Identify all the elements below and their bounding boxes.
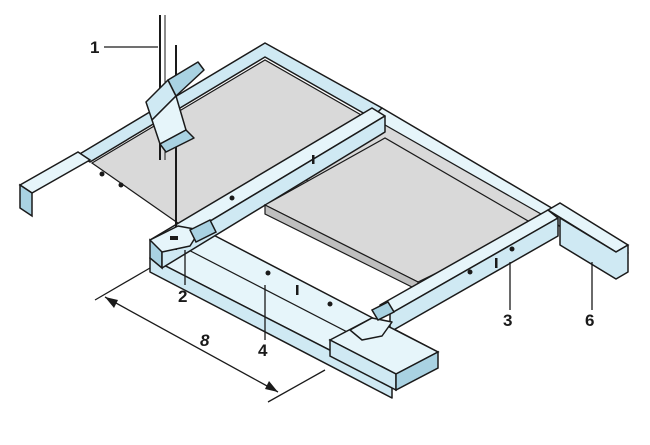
dimension-arrow-icon bbox=[94, 267, 326, 403]
slot-hole bbox=[509, 246, 515, 252]
suspension-clip-icon bbox=[145, 61, 205, 153]
slot-hole bbox=[118, 182, 124, 188]
runner-slots bbox=[99, 155, 515, 307]
slot-rect bbox=[495, 258, 498, 268]
callout-2: 2 bbox=[178, 287, 188, 306]
callout-3: 3 bbox=[503, 311, 513, 330]
perimeter-angle-left-face bbox=[19, 183, 33, 218]
callout-1: 1 bbox=[90, 38, 100, 57]
callout-4: 4 bbox=[258, 341, 268, 360]
slot-rect bbox=[312, 155, 315, 164]
joint-clip-icon bbox=[149, 218, 218, 253]
slot-hole bbox=[467, 269, 473, 275]
slot-rect bbox=[296, 285, 299, 295]
slot-hole bbox=[229, 195, 235, 201]
slot-hole bbox=[265, 270, 271, 276]
callout-8: 8 bbox=[200, 331, 210, 350]
perimeter-angle-right-face bbox=[559, 217, 629, 280]
main-tee-back-side bbox=[161, 115, 386, 269]
callout-6: 6 bbox=[585, 311, 595, 330]
cross-tee-front-flange bbox=[395, 350, 439, 392]
cross-runner-front-face bbox=[149, 257, 393, 399]
slot-hole bbox=[327, 301, 333, 307]
perimeter-angle-left bbox=[18, 151, 92, 194]
joint-clip-icon bbox=[349, 301, 396, 341]
slot-hole bbox=[99, 171, 105, 177]
